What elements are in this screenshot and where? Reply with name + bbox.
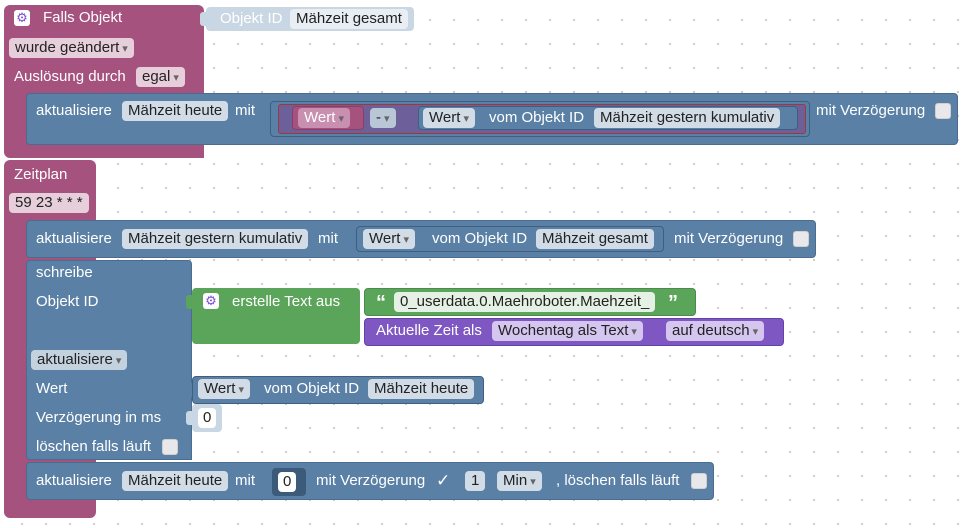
delay-checkbox[interactable]: [793, 231, 809, 247]
close-quote-icon: ”: [668, 292, 678, 314]
object-field[interactable]: Mähzeit gesamt: [536, 229, 654, 249]
delay-label: mit Verzögerung: [316, 472, 426, 489]
clear-label: , löschen falls läuft: [556, 472, 680, 489]
delay-label: mit Verzögerung: [674, 230, 784, 247]
delay-check-icon[interactable]: ✓: [436, 471, 451, 490]
object-field[interactable]: Mähzeit heute: [368, 379, 475, 399]
write-object-label: Objekt ID: [36, 293, 99, 310]
delay-label: mit Verzögerung: [816, 102, 926, 119]
delay-amount-field[interactable]: 1: [465, 471, 486, 491]
update-target-field[interactable]: Mähzeit heute: [122, 471, 229, 491]
value-dropdown[interactable]: Wert: [363, 229, 415, 249]
value-dropdown[interactable]: Wert: [198, 379, 250, 399]
from-object-label: vom Objekt ID: [432, 230, 528, 247]
update-label: aktualisiere: [36, 102, 112, 119]
from-object-label: vom Objekt ID: [264, 380, 360, 397]
input-connector: [186, 383, 192, 397]
trigger-source-label: Auslösung durch: [14, 68, 126, 85]
cron-field[interactable]: 59 23 * * *: [9, 193, 89, 213]
from-object-label: vom Objekt ID: [489, 109, 585, 126]
value-b-dropdown[interactable]: Wert: [423, 108, 475, 128]
change-dropdown[interactable]: wurde geändert: [9, 38, 134, 58]
mode-dropdown[interactable]: aktualisiere: [31, 350, 128, 370]
trigger-title: Falls Objekt: [43, 9, 123, 26]
object-b-field[interactable]: Mähzeit gestern kumulativ: [594, 108, 781, 128]
object-id-value[interactable]: Mähzeit gesamt: [290, 9, 408, 29]
delay-ms-label: Verzögerung in ms: [36, 409, 162, 426]
update-label: aktualisiere: [36, 472, 112, 489]
operator-dropdown[interactable]: -: [370, 108, 396, 128]
create-text-block[interactable]: [192, 288, 360, 344]
reset-value-field[interactable]: 0: [278, 472, 297, 492]
time-format-dropdown[interactable]: Wochentag als Text: [492, 321, 643, 341]
schedule-title: Zeitplan: [14, 166, 68, 183]
delay-checkbox[interactable]: [935, 103, 951, 119]
value-label: Wert: [36, 380, 68, 397]
clear-checkbox[interactable]: [691, 473, 707, 489]
with-label: mit: [235, 102, 255, 119]
delay-ms-field[interactable]: 0: [198, 408, 217, 428]
update-target-field[interactable]: Mähzeit gestern kumulativ: [122, 229, 309, 249]
input-connector: [186, 295, 192, 309]
trigger-source-dropdown[interactable]: egal: [136, 67, 185, 87]
gear-icon[interactable]: ⚙: [14, 10, 30, 26]
with-label: mit: [318, 230, 338, 247]
input-connector: [186, 411, 192, 425]
create-text-label: erstelle Text aus: [232, 293, 341, 310]
value-a-dropdown[interactable]: Wert: [298, 108, 350, 128]
update-label: aktualisiere: [36, 230, 112, 247]
open-quote-icon: “: [376, 292, 386, 314]
language-dropdown[interactable]: auf deutsch: [666, 321, 765, 341]
update-target-field[interactable]: Mähzeit heute: [122, 101, 229, 121]
object-id-label: Objekt ID: [220, 10, 283, 27]
with-label: mit: [235, 472, 255, 489]
delay-unit-dropdown[interactable]: Min: [497, 471, 542, 491]
time-label: Aktuelle Zeit als: [376, 322, 482, 339]
trigger-block-body-spine: [4, 90, 26, 150]
write-title: schreibe: [36, 264, 93, 281]
gear-icon[interactable]: ⚙: [203, 293, 219, 309]
input-connector: [200, 12, 206, 26]
clear-checkbox[interactable]: [162, 439, 178, 455]
text-value-field[interactable]: 0_userdata.0.Maehroboter.Maehzeit_: [394, 292, 656, 312]
clear-label: löschen falls läuft: [36, 438, 152, 455]
